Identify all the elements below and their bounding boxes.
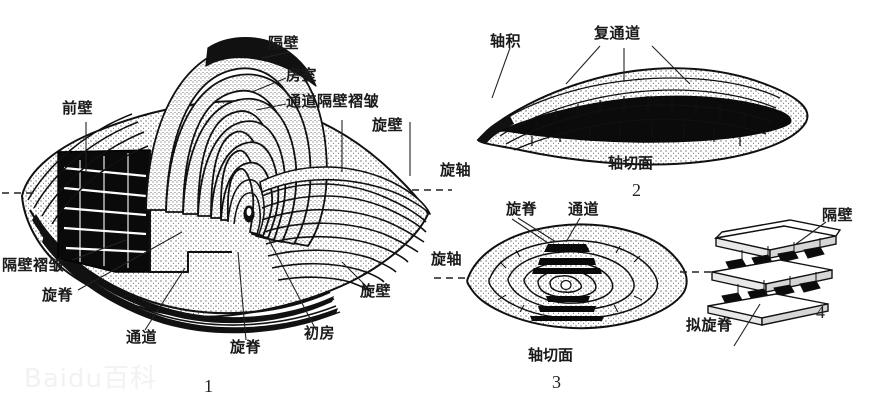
fig3-label-axis: 旋轴	[431, 250, 463, 268]
fig1-label-tunnel: 通道	[126, 328, 158, 346]
fig4-label-septum: 隔壁	[822, 206, 854, 224]
fig3-artwork	[466, 223, 688, 330]
fig1-label-proloculus: 初房	[304, 324, 336, 342]
fig1-label-anterior-wall: 前壁	[62, 99, 94, 117]
fig3-label-chomata: 旋脊	[506, 200, 538, 218]
fig4-label-pseudochomata: 拟旋脊	[686, 316, 733, 334]
fig3-number: 3	[552, 372, 561, 392]
fig1-number: 1	[204, 376, 213, 396]
fig3-leaders	[511, 217, 581, 244]
fig1-label-septum: 隔壁	[268, 34, 300, 52]
fig1-label-tunnel-septal-folds: 通道隔壁褶皱	[286, 92, 380, 110]
fig4-leaders	[733, 221, 827, 347]
fig1-label-spirotheca-bottom: 旋壁	[360, 282, 392, 300]
fig3-caption: 轴切面	[528, 346, 574, 364]
fig1-label-axis: 旋轴	[440, 161, 472, 179]
fig3-label-tunnel: 通道	[568, 200, 600, 218]
fig2-label-axial-filling: 轴积	[490, 32, 522, 50]
fig4-number: 4	[816, 302, 825, 322]
baidu-watermark: Baidu百科	[24, 364, 157, 394]
fig2-artwork	[476, 67, 809, 166]
fig1-label-spirotheca-top: 旋壁	[372, 116, 404, 134]
fig2-caption: 轴切面	[608, 154, 654, 172]
fig2-number: 2	[632, 180, 641, 200]
fig1-label-chomata-left: 旋脊	[42, 286, 74, 304]
fig1-label-septal-folds: 隔壁褶皱	[2, 256, 65, 274]
fig1-label-chomata-mid: 旋脊	[230, 338, 262, 356]
fig1-label-chamber: 房室	[286, 66, 318, 84]
fig2-leaders	[491, 45, 691, 99]
fig2-label-multiple-tunnel: 复通道	[594, 24, 641, 42]
